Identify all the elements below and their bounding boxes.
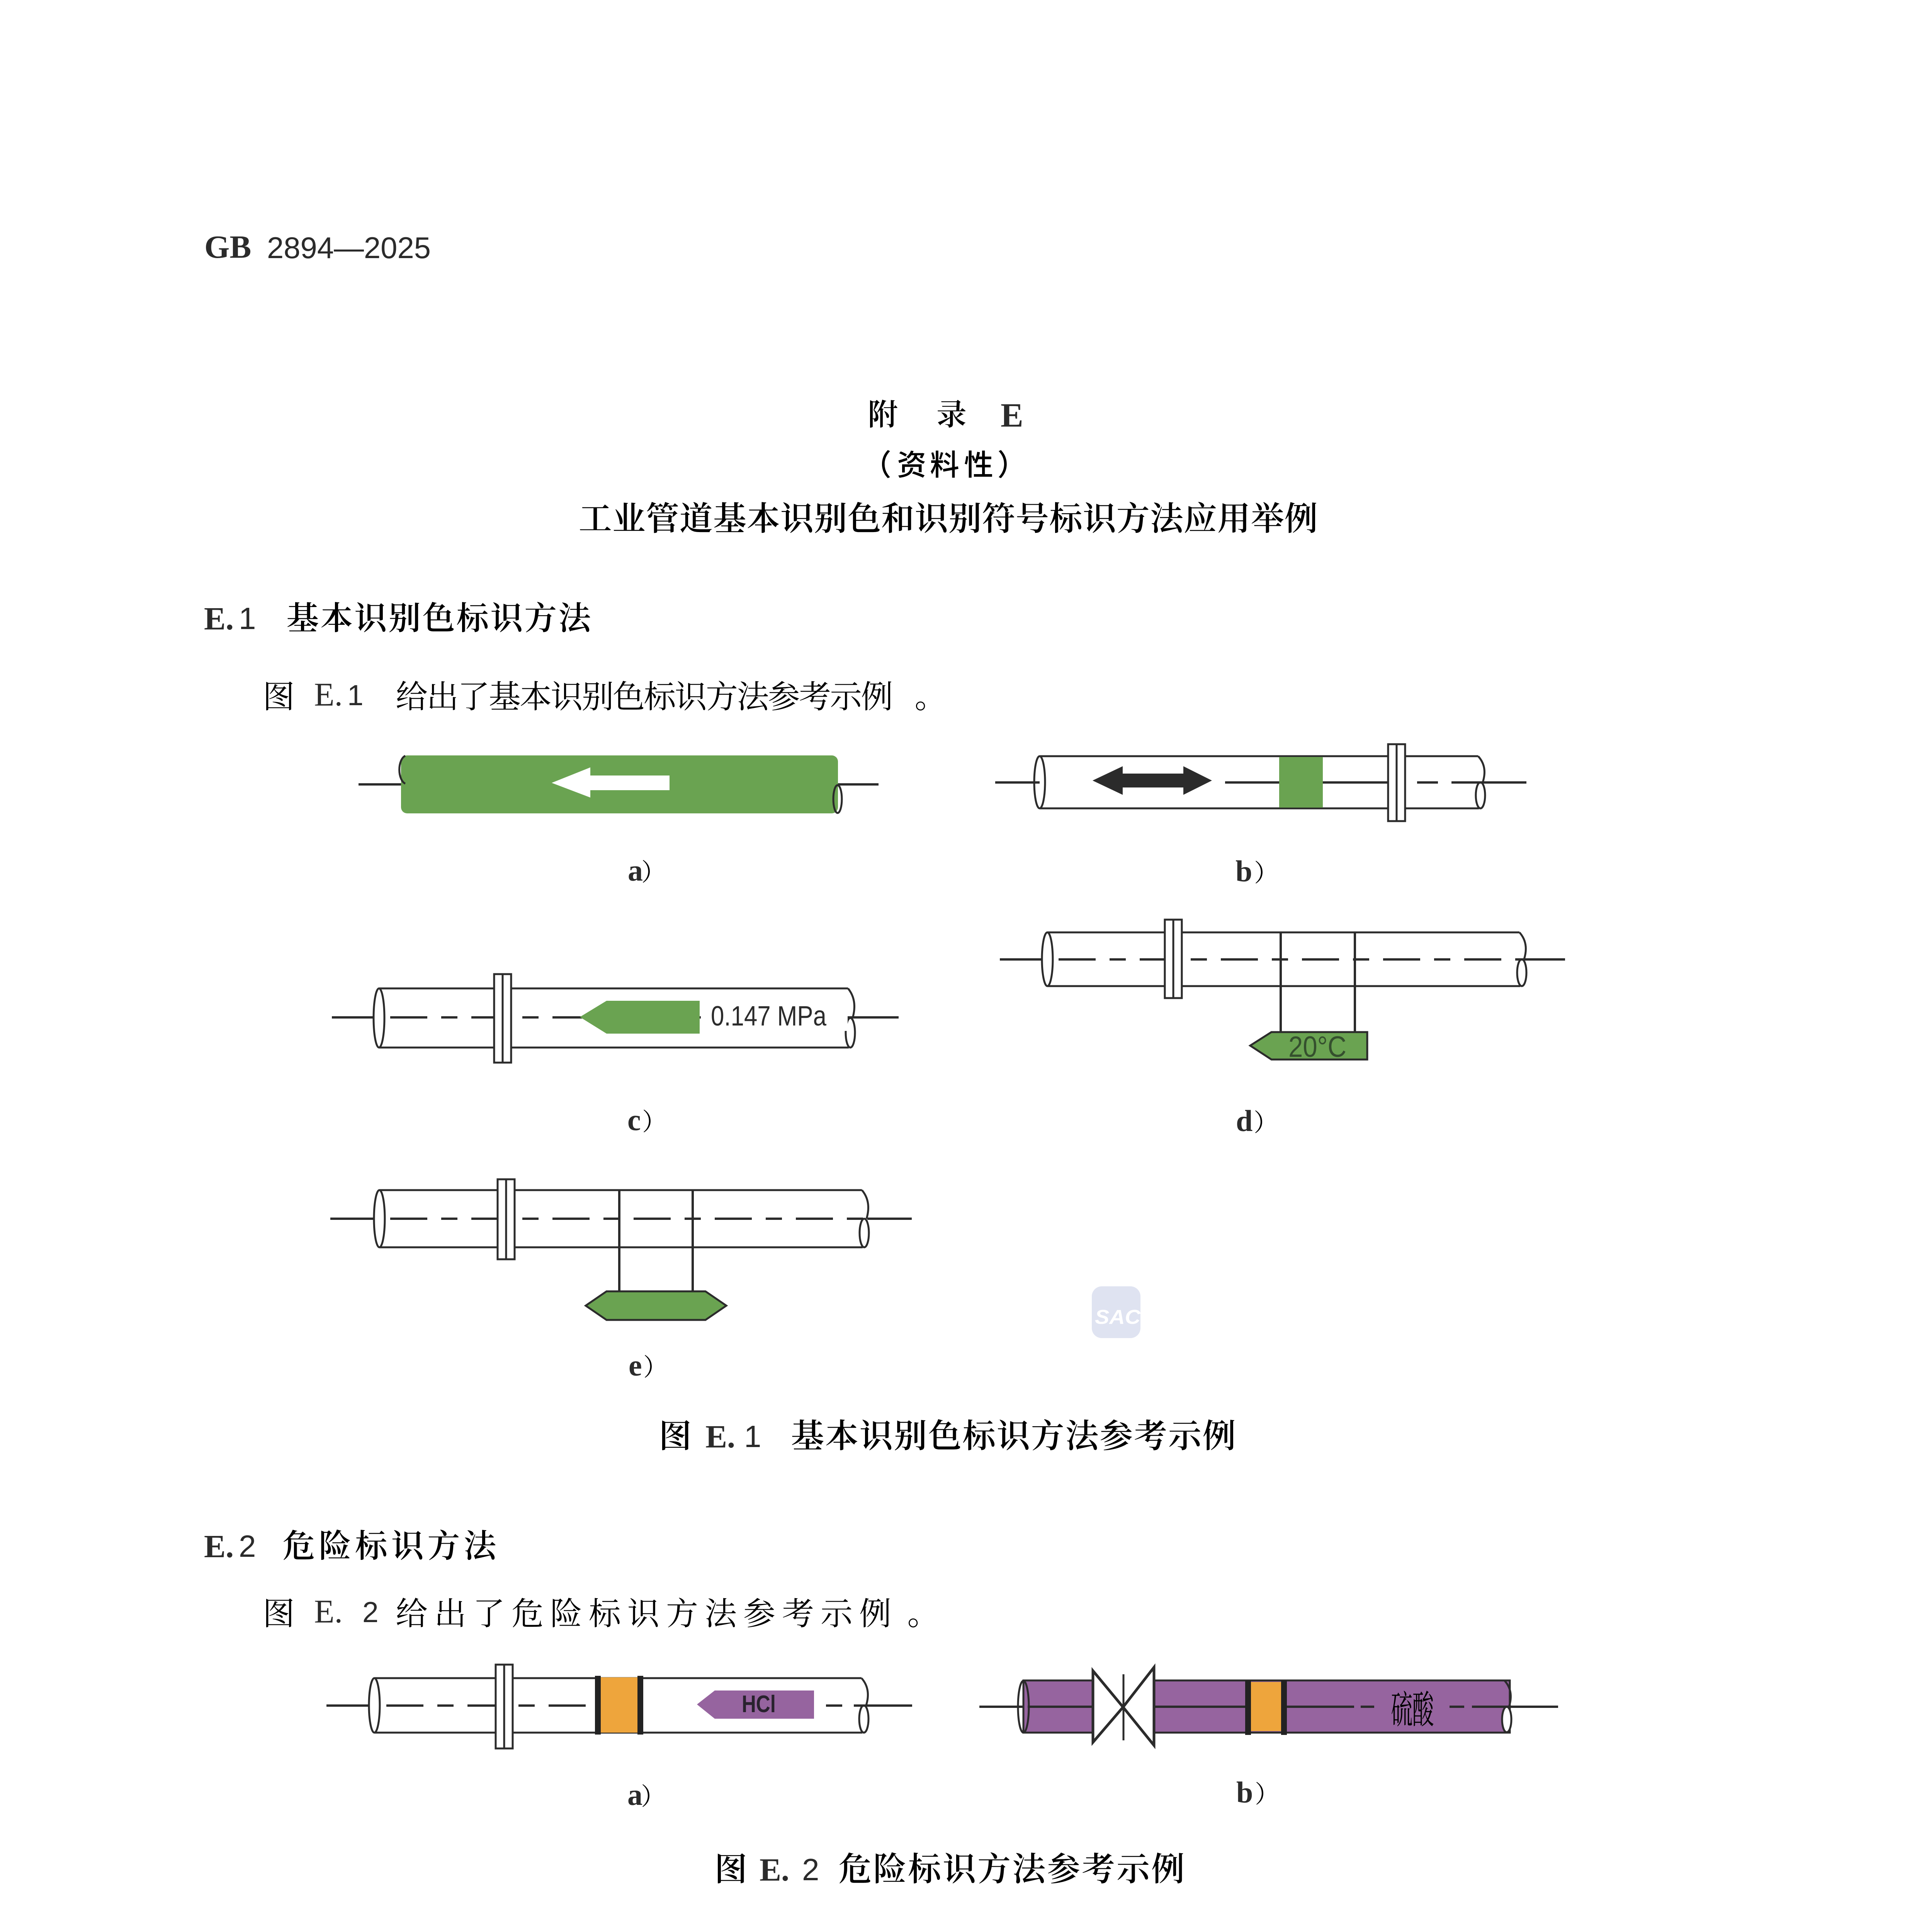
svg-text:0.147 MPa: 0.147 MPa bbox=[711, 1001, 827, 1032]
svg-text:2894—2025: 2894—2025 bbox=[267, 231, 431, 265]
svg-text:d: d bbox=[1236, 1104, 1253, 1138]
svg-text:a: a bbox=[627, 1778, 642, 1811]
svg-text:1: 1 bbox=[744, 1419, 761, 1454]
svg-text:GB: GB bbox=[204, 229, 251, 265]
svg-text:E: E bbox=[1001, 397, 1023, 434]
svg-text:E.: E. bbox=[204, 1529, 234, 1565]
svg-text:1: 1 bbox=[239, 601, 256, 636]
svg-text:1: 1 bbox=[347, 679, 364, 711]
svg-text:a: a bbox=[628, 854, 643, 887]
svg-text:E.: E. bbox=[314, 676, 343, 713]
svg-text:SAC: SAC bbox=[1095, 1306, 1141, 1328]
svg-text:E.: E. bbox=[760, 1852, 789, 1888]
svg-text:E.: E. bbox=[204, 601, 234, 637]
svg-text:2: 2 bbox=[802, 1852, 819, 1887]
svg-text:c: c bbox=[627, 1103, 641, 1137]
svg-text:e: e bbox=[629, 1349, 642, 1382]
svg-text:20°C: 20°C bbox=[1288, 1031, 1346, 1063]
svg-text:b: b bbox=[1236, 1776, 1253, 1809]
svg-text:E.: E. bbox=[705, 1419, 735, 1455]
svg-text:2: 2 bbox=[362, 1596, 379, 1628]
svg-text:2: 2 bbox=[239, 1529, 256, 1563]
svg-text:E.: E. bbox=[314, 1593, 343, 1630]
svg-text:HCl: HCl bbox=[742, 1691, 776, 1718]
svg-text:b: b bbox=[1236, 854, 1252, 888]
